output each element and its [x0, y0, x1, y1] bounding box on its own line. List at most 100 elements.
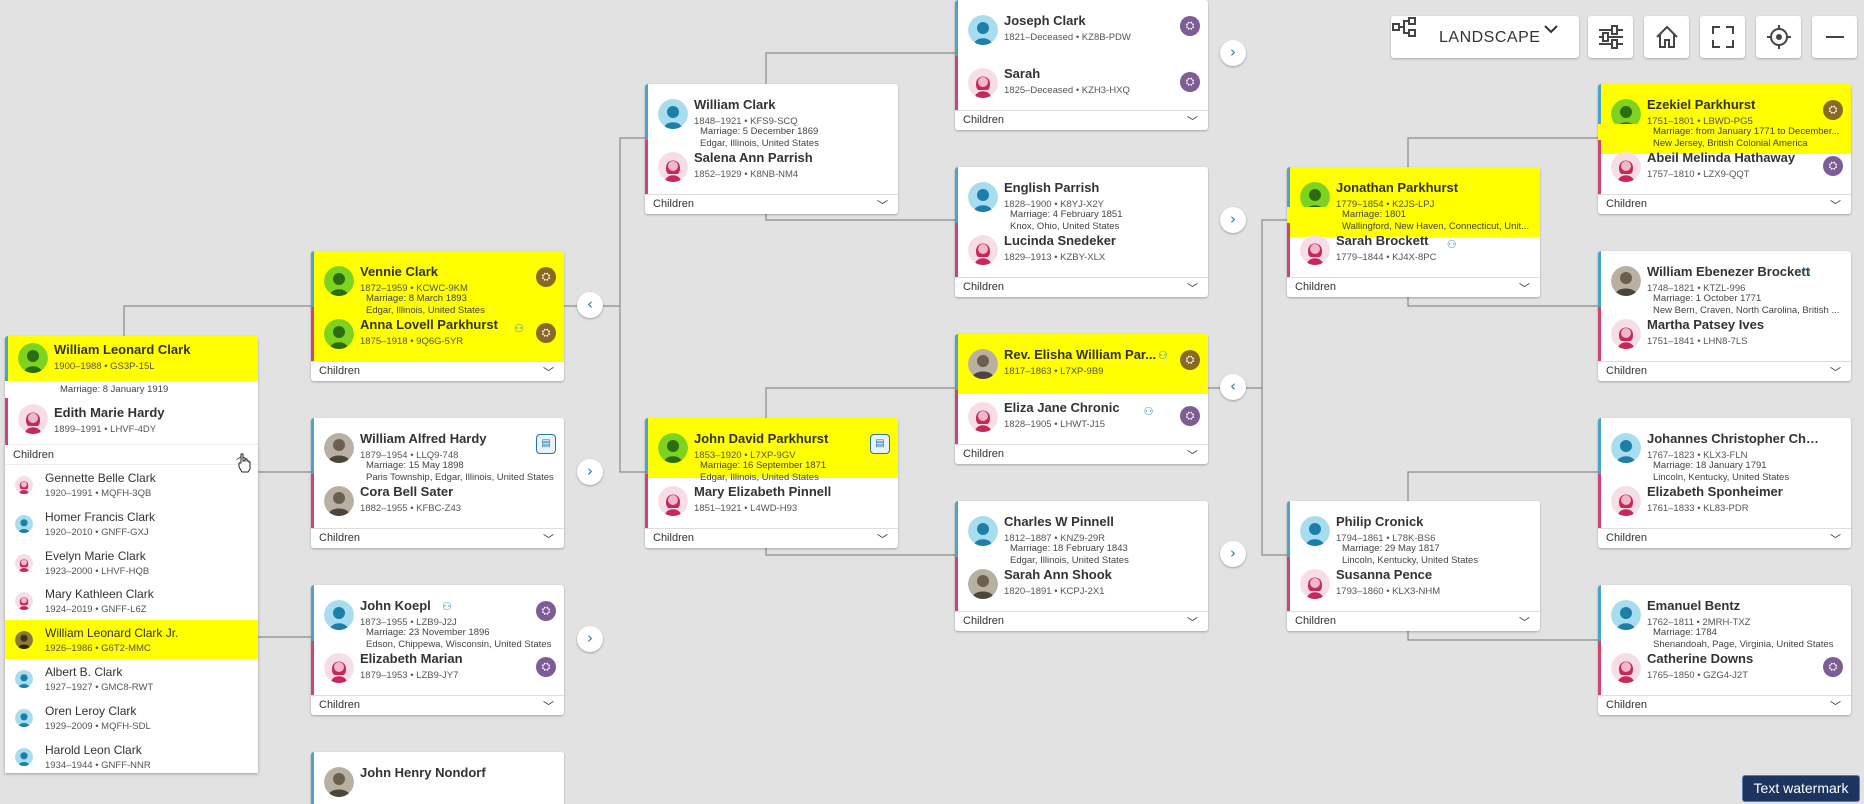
relationship-icon[interactable]: ⚇	[1801, 266, 1811, 279]
children-dropdown[interactable]: Children﹀	[955, 611, 1208, 631]
chevron-down-icon[interactable]: ﹀	[543, 700, 554, 713]
husband-person[interactable]: Philip Cronick 1794–1861 • L78K-BS6	[1287, 501, 1540, 561]
research-hint-icon[interactable]: ⛭	[1180, 16, 1200, 36]
person-name[interactable]: Catherine Downs	[1647, 651, 1754, 666]
person-name[interactable]: Salena Ann Parrish	[694, 150, 813, 165]
expand-right-button[interactable]: ›	[1220, 207, 1246, 233]
children-dropdown[interactable]: Children﹀	[645, 194, 898, 214]
research-hint-icon[interactable]: ⛭	[536, 267, 556, 287]
collapse-left-button[interactable]: ‹	[577, 292, 603, 318]
husband-person[interactable]: John Henry Nondorf	[311, 752, 564, 804]
child-name[interactable]: Albert B. Clark	[45, 664, 123, 679]
couple-card-koepl[interactable]: John Koepl 1873–1955 • LZB9-J2J ⚇⛭ Marri…	[311, 585, 564, 715]
person-name[interactable]: Sarah Ann Shook	[1004, 567, 1112, 582]
person-name[interactable]: Elizabeth Marian	[360, 651, 463, 666]
couple-card-wclark[interactable]: William Clark 1848–1921 • KFS9-SCQ Marri…	[645, 84, 898, 214]
husband-person[interactable]: John David Parkhurst 1853–1920 • L7XP-9G…	[645, 418, 898, 478]
focus-couple-card[interactable]: William Leonard Clark 1900–1988 • GS3P-1…	[5, 336, 258, 446]
husband-person[interactable]: William Alfred Hardy 1879–1954 • LLQ9-74…	[311, 418, 564, 478]
expand-right-button[interactable]: ›	[577, 459, 603, 485]
relationship-icon[interactable]: ⚇	[1158, 349, 1168, 362]
person-name[interactable]: Anna Lovell Parkhurst	[360, 317, 498, 332]
children-dropdown-header[interactable]: Children ︿	[5, 445, 258, 465]
husband-person[interactable]: William Ebenezer Brockett 1748–1821 • KT…	[1598, 251, 1851, 311]
child-list-item[interactable]: Oren Leroy Clark 1929–2009 • MQFH-SDL	[5, 698, 258, 737]
research-hint-icon[interactable]: ⛭	[1180, 350, 1200, 370]
couple-card-jparkhurst[interactable]: Jonathan Parkhurst 1779–1854 • K2JS-LPJ …	[1287, 167, 1540, 297]
couple-card-nondorf[interactable]: John Henry Nondorf	[311, 752, 564, 804]
expand-right-button[interactable]: ›	[1220, 40, 1246, 66]
children-dropdown[interactable]: Children﹀	[955, 444, 1208, 464]
child-name[interactable]: Harold Leon Clark	[45, 742, 142, 757]
settings-button[interactable]	[1588, 16, 1633, 58]
person-name[interactable]: Elizabeth Sponheimer	[1647, 484, 1783, 499]
couple-card-vennie[interactable]: Vennie Clark 1872–1959 • KCWC-9KM ⛭ Marr…	[311, 251, 564, 381]
person-name[interactable]: Cora Bell Sater	[360, 484, 454, 499]
record-hint-icon[interactable]: ▤	[870, 434, 890, 454]
husband-person[interactable]: William Clark 1848–1921 • KFS9-SCQ	[645, 84, 898, 144]
wife-person[interactable]: Cora Bell Sater 1882–1955 • KFBC-Z43	[311, 474, 564, 528]
person-name[interactable]: Martha Patsey Ives	[1647, 317, 1765, 332]
focus-husband[interactable]: William Leonard Clark 1900–1988 • GS3P-1…	[5, 336, 258, 381]
person-name[interactable]: William Ebenezer Brockett	[1647, 264, 1811, 279]
couple-card-hardy[interactable]: William Alfred Hardy 1879–1954 • LLQ9-74…	[311, 418, 564, 548]
person-name[interactable]: William Alfred Hardy	[360, 431, 487, 446]
child-list-item[interactable]: Mary Kathleen Clark 1924–2019 • GNFF-L6Z	[5, 581, 258, 620]
research-hint-icon[interactable]: ⛭	[536, 323, 556, 343]
relationship-icon[interactable]: ⚇	[1143, 405, 1154, 418]
couple-card-jdparkhurst[interactable]: John David Parkhurst 1853–1920 • L7XP-9G…	[645, 418, 898, 548]
couple-card-cpinnell[interactable]: Charles W Pinnell 1812–1887 • KNZ9-29R M…	[955, 501, 1208, 631]
wife-person[interactable]: Elizabeth Marian 1879–1953 • LZB9-JY7 ⛭	[311, 641, 564, 695]
expand-right-button[interactable]: ›	[577, 626, 603, 652]
person-name[interactable]: Abeil Melinda Hathaway	[1647, 150, 1796, 165]
minimize-button[interactable]	[1812, 16, 1857, 58]
research-hint-icon[interactable]: ⛭	[536, 657, 556, 677]
chevron-down-icon[interactable]: ﹀	[1830, 366, 1841, 379]
layout-select[interactable]: LANDSCAPE	[1391, 16, 1579, 58]
children-dropdown[interactable]: Children﹀	[311, 528, 564, 548]
child-name[interactable]: Evelyn Marie Clark	[45, 548, 146, 563]
person-name[interactable]: Johannes Christopher Chronick	[1647, 431, 1821, 446]
couple-card-elisha[interactable]: Rev. Elisha William Par... 1817–1863 • L…	[955, 334, 1208, 464]
person-name[interactable]: Edith Marie Hardy	[54, 405, 165, 420]
relationship-icon[interactable]: ⚇	[514, 322, 524, 335]
chevron-down-icon[interactable]: ﹀	[543, 533, 554, 546]
couple-card-jchronick[interactable]: Johannes Christopher Chronick 1767–1823 …	[1598, 418, 1851, 548]
person-name[interactable]: William Clark	[694, 97, 776, 112]
collapse-left-button[interactable]: ‹	[1220, 374, 1246, 400]
couple-card-brockett[interactable]: William Ebenezer Brockett 1748–1821 • KT…	[1598, 251, 1851, 381]
children-dropdown[interactable]: Children ︿ Gennette Belle Clark 1920–199…	[5, 445, 258, 773]
wife-person[interactable]: Abeil Melinda Hathaway 1757–1810 • LZX9-…	[1598, 140, 1851, 194]
couple-card-ezekiel[interactable]: Ezekiel Parkhurst 1751–1801 • LBWD-PG5 ⛭…	[1598, 84, 1851, 214]
children-dropdown[interactable]: Children﹀	[1598, 361, 1851, 381]
husband-person[interactable]: Charles W Pinnell 1812–1887 • KNZ9-29R	[955, 501, 1208, 561]
person-name[interactable]: Lucinda Snedeker	[1004, 233, 1116, 248]
research-hint-icon[interactable]: ⛭	[1823, 156, 1843, 176]
children-dropdown[interactable]: Children﹀	[1287, 277, 1540, 297]
wife-person[interactable]: Lucinda Snedeker 1829–1913 • KZBY-XLX	[955, 223, 1208, 277]
children-dropdown[interactable]: Children﹀	[311, 361, 564, 381]
chevron-down-icon[interactable]: ﹀	[877, 533, 888, 546]
children-dropdown[interactable]: Children﹀	[1598, 695, 1851, 715]
chevron-down-icon[interactable]: ﹀	[877, 199, 888, 212]
relationship-icon[interactable]: ⚇	[442, 600, 452, 613]
children-dropdown[interactable]: Children﹀	[1598, 528, 1851, 548]
home-button[interactable]	[1644, 16, 1689, 58]
person-name[interactable]: Philip Cronick	[1336, 514, 1424, 529]
chevron-down-icon[interactable]: ﹀	[1187, 449, 1198, 462]
relationship-icon[interactable]: ⚇	[1446, 238, 1457, 251]
children-dropdown[interactable]: Children﹀	[955, 277, 1208, 297]
chevron-down-icon[interactable]: ﹀	[1519, 282, 1530, 295]
person-name[interactable]: English Parrish	[1004, 180, 1100, 195]
child-list-item[interactable]: Albert B. Clark 1927–1927 • GMC8-RWT	[5, 659, 258, 698]
wife-person[interactable]: Susanna Pence 1793–1860 • KLX3-NHM	[1287, 557, 1540, 611]
child-name[interactable]: William Leonard Clark Jr.	[45, 626, 179, 641]
person-name[interactable]: Susanna Pence	[1336, 567, 1433, 582]
couple-card-pcronick[interactable]: Philip Cronick 1794–1861 • L78K-BS6 Marr…	[1287, 501, 1540, 631]
wife-person[interactable]: Anna Lovell Parkhurst 1875–1918 • 9Q6G-5…	[311, 307, 564, 361]
children-dropdown[interactable]: Children﹀	[311, 695, 564, 715]
child-list-item[interactable]: Harold Leon Clark 1934–1944 • GNFF-NNR	[5, 737, 258, 773]
couple-card-jclark[interactable]: Joseph Clark 1821–Deceased • KZ8B-PDW ⛭ …	[955, 0, 1208, 130]
person-name[interactable]: Mary Elizabeth Pinnell	[694, 484, 832, 499]
